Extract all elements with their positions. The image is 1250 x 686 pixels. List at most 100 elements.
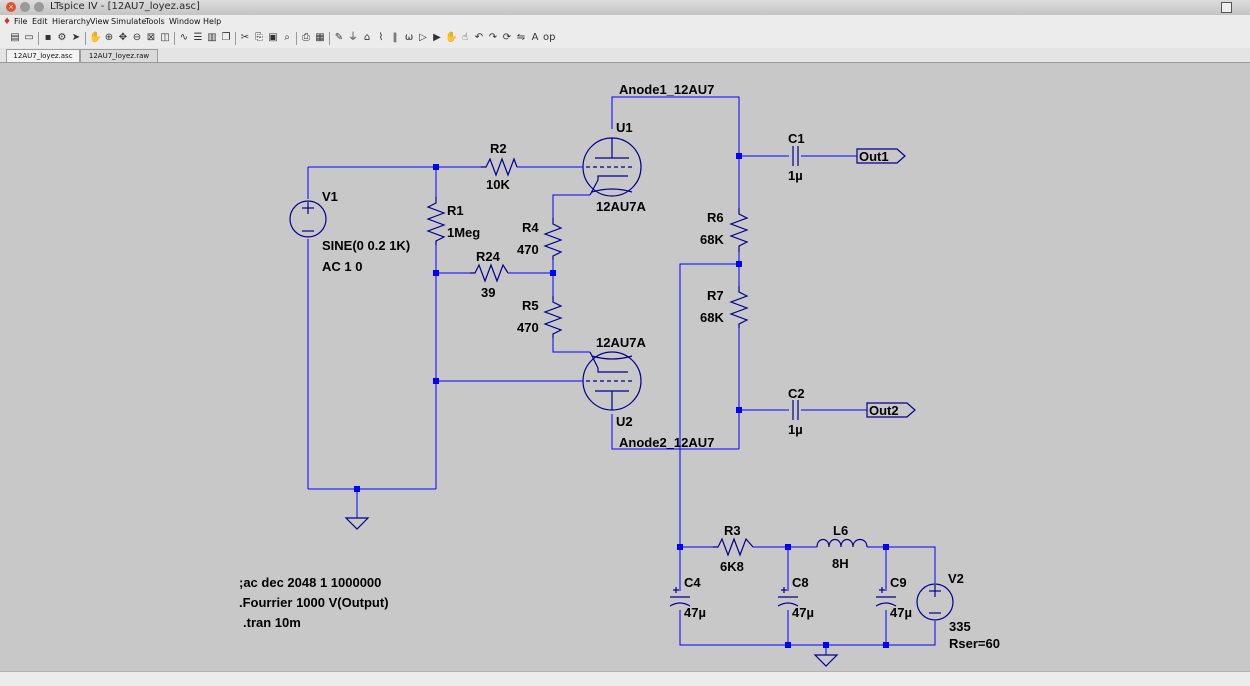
text-icon[interactable]: A: [531, 32, 539, 43]
drag-icon[interactable]: ☝: [461, 32, 469, 43]
label-net-icon[interactable]: ⌂: [363, 32, 371, 43]
resistor-r1[interactable]: [426, 197, 446, 245]
capacitor-c1[interactable]: [792, 146, 799, 166]
v1-value: SINE(0 0.2 1K): [322, 238, 410, 253]
r7-value: 68K: [700, 310, 724, 325]
ground-symbol[interactable]: [344, 517, 370, 530]
move-icon[interactable]: ✋: [445, 32, 458, 43]
new-schematic-icon[interactable]: ▤: [10, 32, 20, 43]
paste-icon[interactable]: ▣: [268, 32, 278, 43]
output-port-out1[interactable]: [856, 148, 906, 164]
inductor-l6[interactable]: [816, 538, 868, 548]
rotate-icon[interactable]: ⟳: [502, 32, 512, 43]
tab-schematic[interactable]: 12AU7_loyez.asc: [6, 49, 80, 62]
capacitor-c9[interactable]: [875, 587, 897, 607]
cut-icon[interactable]: ✂: [240, 32, 250, 43]
u1-value: 12AU7A: [596, 199, 646, 214]
close-window-button[interactable]: ×: [6, 2, 16, 12]
toolbar-separator: [296, 32, 297, 45]
mirror-icon[interactable]: ⇋: [516, 32, 526, 43]
schematic-canvas[interactable]: Anode1_12AU7 Anode2_12AU7 Out1 Out2 U1 1…: [0, 63, 1250, 671]
component-icon[interactable]: ▶: [433, 32, 441, 43]
l6-value: 8H: [832, 556, 849, 571]
r1-value: 1Meg: [447, 225, 480, 240]
capacitor-c2[interactable]: [792, 400, 799, 420]
autorange-icon[interactable]: ◫: [160, 32, 170, 43]
voltage-source-v1[interactable]: [289, 200, 327, 238]
tile-vertical-icon[interactable]: ▥: [207, 32, 217, 43]
resistor-r6[interactable]: [729, 208, 749, 252]
open-icon[interactable]: ▭: [24, 32, 34, 43]
resistor-icon[interactable]: ⌇: [378, 32, 384, 43]
find-icon[interactable]: ⌕: [284, 32, 290, 43]
save-icon[interactable]: ▪: [44, 32, 52, 43]
voltage-source-v2[interactable]: [916, 583, 954, 621]
run-icon[interactable]: ➤: [71, 32, 81, 43]
halt-icon[interactable]: ✋: [89, 32, 102, 43]
zoom-fit-icon[interactable]: ⊠: [146, 32, 156, 43]
diode-icon[interactable]: ▷: [419, 32, 427, 43]
menu-view[interactable]: View: [90, 17, 109, 26]
v2-name: V2: [948, 571, 964, 586]
menu-simulate[interactable]: Simulate: [111, 17, 147, 26]
u2-name: U2: [616, 414, 633, 429]
resistor-r3[interactable]: [713, 537, 754, 557]
ltspice-app-icon[interactable]: ♦: [3, 17, 12, 27]
c4-value: 47µ: [684, 605, 706, 620]
triode-u1[interactable]: [582, 137, 642, 197]
zoom-out-icon[interactable]: ⊖: [132, 32, 142, 43]
print-icon[interactable]: ▦: [315, 32, 325, 43]
capacitor-c4[interactable]: [669, 587, 691, 607]
toolbar-separator: [38, 32, 39, 45]
port-label-out2: Out2: [869, 403, 899, 418]
inductor-icon[interactable]: ω: [404, 32, 414, 43]
r7-name: R7: [707, 288, 724, 303]
r3-name: R3: [724, 523, 741, 538]
redo-icon[interactable]: ↷: [488, 32, 498, 43]
tile-horizontal-icon[interactable]: ☰: [193, 32, 203, 43]
pan-icon[interactable]: ✥: [118, 32, 128, 43]
resistor-r7[interactable]: [729, 286, 749, 328]
r6-name: R6: [707, 210, 724, 225]
copy-icon[interactable]: ⎘: [255, 32, 263, 43]
r3-value: 6K8: [720, 559, 744, 574]
minimize-window-button[interactable]: [20, 2, 30, 12]
ground-icon[interactable]: ⏚: [348, 32, 358, 43]
resistor-r5[interactable]: [543, 296, 563, 338]
menu-bar: ♦ File Edit Hierarchy View Simulate Tool…: [0, 15, 1250, 30]
menu-hierarchy[interactable]: Hierarchy: [52, 17, 91, 26]
menu-window[interactable]: Window: [169, 17, 201, 26]
capacitor-icon[interactable]: ‖: [392, 32, 398, 43]
restore-icon[interactable]: [1221, 2, 1232, 13]
cascade-icon[interactable]: ❐: [221, 32, 231, 43]
ground-symbol[interactable]: [813, 654, 839, 667]
c4-name: C4: [684, 575, 701, 590]
spice-directive-icon[interactable]: op: [543, 32, 556, 43]
resistor-r24[interactable]: [470, 263, 509, 283]
triode-u2[interactable]: [582, 351, 642, 411]
print-setup-icon[interactable]: ⎙: [302, 32, 310, 43]
menu-help[interactable]: Help: [203, 17, 222, 26]
maximize-window-button[interactable]: [34, 2, 44, 12]
undo-icon[interactable]: ↶: [474, 32, 484, 43]
r5-name: R5: [522, 298, 539, 313]
waveform-icon[interactable]: ∿: [179, 32, 189, 43]
resistor-r4[interactable]: [543, 218, 563, 260]
resistor-r2[interactable]: [481, 157, 518, 177]
control-panel-icon[interactable]: ⚙: [57, 32, 67, 43]
capacitor-c8[interactable]: [777, 587, 799, 607]
draw-wire-icon[interactable]: ✎: [334, 32, 344, 43]
menu-edit[interactable]: Edit: [32, 17, 48, 26]
output-port-out2[interactable]: [866, 402, 916, 418]
v2-value: 335: [949, 619, 971, 634]
c2-name: C2: [788, 386, 805, 401]
menu-file[interactable]: File: [14, 17, 28, 26]
tab-waveform[interactable]: 12AU7_loyez.raw: [80, 49, 158, 62]
r2-name: R2: [490, 141, 507, 156]
menu-tools[interactable]: Tools: [145, 17, 165, 26]
v1-extra: AC 1 0: [322, 259, 362, 274]
zoom-in-icon[interactable]: ⊕: [104, 32, 114, 43]
spice-directive-ac: ;ac dec 2048 1 1000000: [239, 575, 381, 590]
v1-name: V1: [322, 189, 338, 204]
